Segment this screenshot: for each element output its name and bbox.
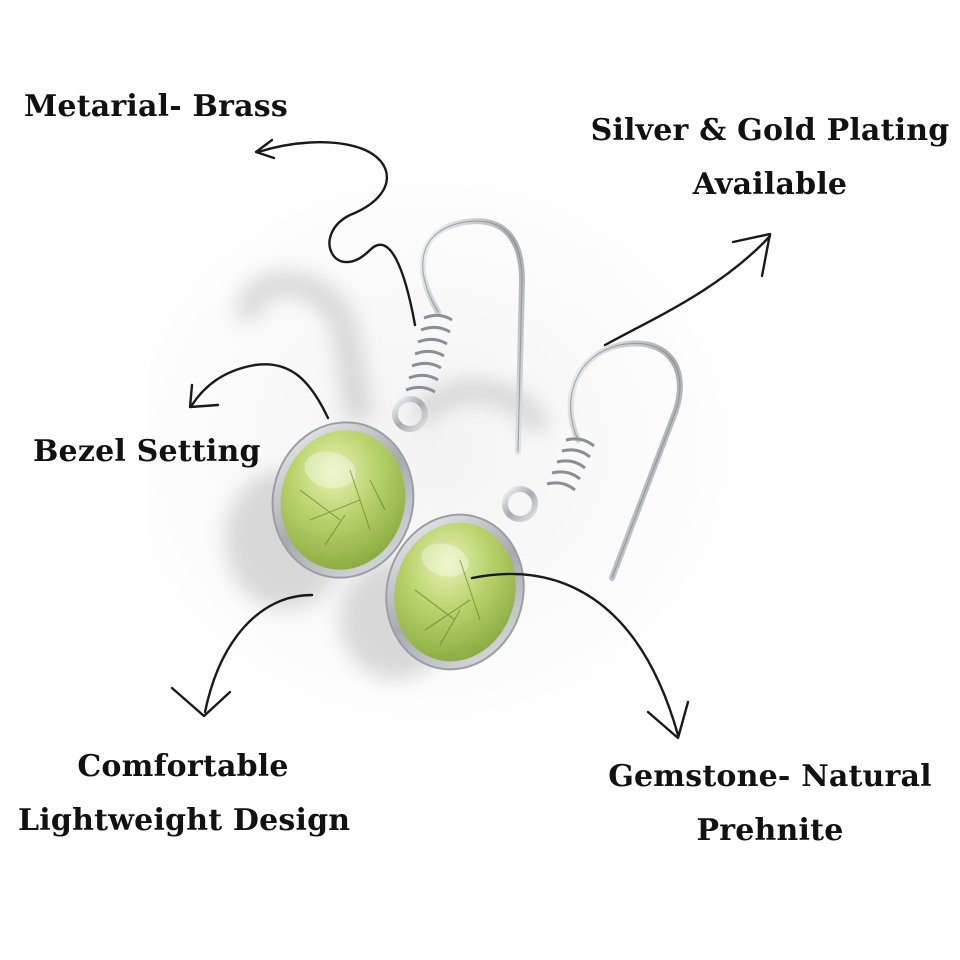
gemstone-label: Gemstone- Natural Prehnite [600, 750, 940, 858]
left-coil [405, 313, 453, 394]
right-coil [546, 437, 595, 492]
bezel-text: Bezel Setting [33, 434, 261, 469]
arrow-comfort [203, 593, 314, 714]
arrow-material [256, 141, 417, 327]
plating-text-line1: Silver & Gold Plating [590, 113, 950, 148]
arrow-gemstone [470, 572, 680, 737]
left-gemstone [280, 430, 406, 570]
material-label: Metarial- Brass [24, 80, 288, 134]
plating-label: Silver & Gold Plating Available [590, 104, 950, 212]
right-jump-ring [502, 486, 538, 522]
right-earring [385, 340, 683, 671]
left-earring [271, 218, 526, 579]
material-text: Metarial- Brass [24, 89, 288, 124]
gemstone-text-line2: Prehnite [696, 813, 844, 848]
comfort-text-line1: Comfortable [77, 749, 289, 784]
right-gemstone [394, 522, 516, 662]
annotation-arrows [170, 138, 772, 740]
arrow-plating [603, 234, 772, 347]
arrow-bezel [190, 363, 330, 420]
comfort-label: Comfortable Lightweight Design [18, 740, 351, 848]
bezel-label: Bezel Setting [33, 425, 261, 479]
left-jump-ring [392, 396, 428, 432]
gemstone-text-line1: Gemstone- Natural [608, 759, 932, 794]
plating-text-line2: Available [692, 167, 848, 202]
comfort-text-line2: Lightweight Design [18, 803, 351, 838]
